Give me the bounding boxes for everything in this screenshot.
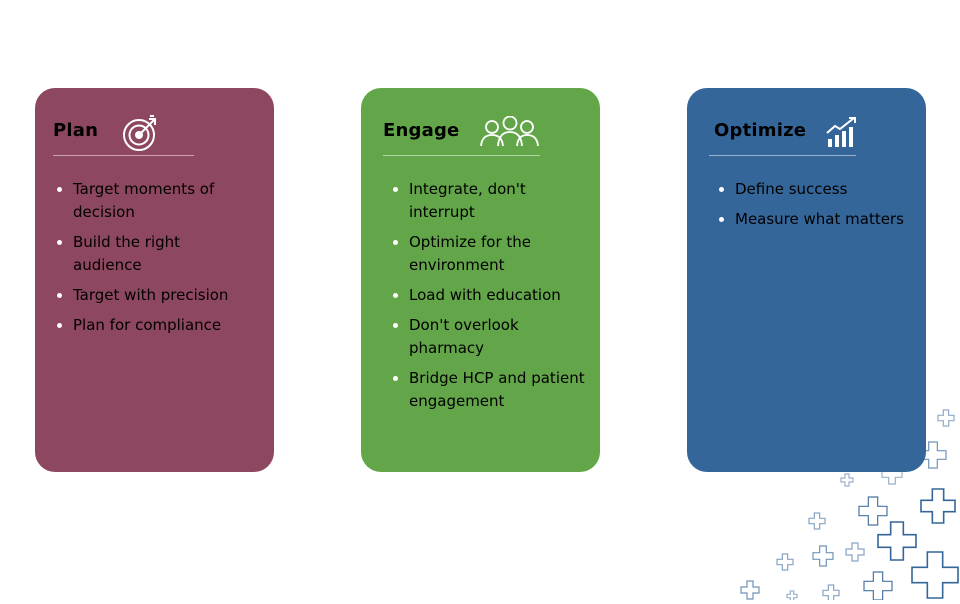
- cross-icon: [863, 571, 893, 601]
- cross-icon: [858, 496, 888, 526]
- plan-divider: [53, 155, 194, 156]
- target-icon: [121, 113, 161, 153]
- cross-icon: [911, 551, 959, 599]
- cross-icon: [840, 473, 854, 487]
- cross-icon: [920, 488, 956, 524]
- list-item: Bridge HCP and patient engagement: [391, 367, 591, 413]
- list-item: Load with education: [391, 284, 591, 307]
- engage-divider: [383, 155, 540, 156]
- cross-icon: [881, 463, 903, 485]
- optimize-divider: [709, 155, 856, 156]
- list-item: Measure what matters: [717, 208, 907, 231]
- cross-icon: [812, 545, 834, 567]
- engage-title: Engage: [383, 120, 460, 141]
- cross-icon: [776, 553, 794, 571]
- list-item: Optimize for the environment: [391, 231, 591, 277]
- optimize-list: Define success Measure what matters: [717, 178, 907, 238]
- growth-chart-icon: [825, 115, 859, 149]
- people-group-icon: [479, 115, 541, 150]
- plan-title: Plan: [53, 120, 99, 141]
- list-item: Define success: [717, 178, 907, 201]
- engage-card: [361, 88, 600, 472]
- medical-cross-pattern: [730, 400, 960, 602]
- plan-list: Target moments of decision Build the rig…: [55, 178, 245, 344]
- list-item: Target with precision: [55, 284, 245, 307]
- list-item: Plan for compliance: [55, 314, 245, 337]
- optimize-card: [687, 88, 926, 472]
- cross-icon: [845, 542, 865, 562]
- plan-card: [35, 88, 274, 472]
- cross-icon: [808, 512, 826, 530]
- list-item: Don't overlook pharmacy: [391, 314, 591, 360]
- cross-icon: [786, 590, 798, 602]
- list-item: Integrate, don't interrupt: [391, 178, 591, 224]
- cross-icon: [877, 521, 917, 561]
- cross-icon: [822, 584, 840, 602]
- list-item: Build the right audience: [55, 231, 245, 277]
- engage-list: Integrate, don't interrupt Optimize for …: [391, 178, 591, 420]
- optimize-title: Optimize: [714, 120, 807, 141]
- cross-icon: [919, 441, 947, 469]
- cross-icon: [740, 580, 760, 600]
- cross-icon: [937, 409, 955, 427]
- list-item: Target moments of decision: [55, 178, 245, 224]
